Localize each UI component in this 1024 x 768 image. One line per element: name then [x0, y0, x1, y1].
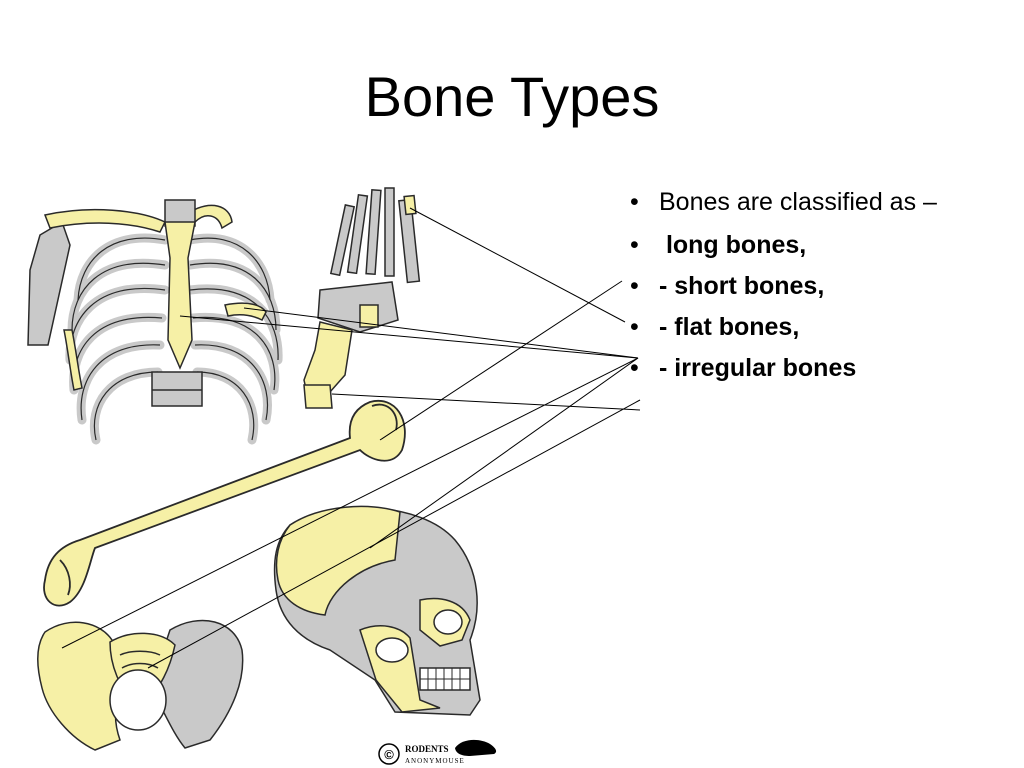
pelvis-bone: [37, 619, 244, 751]
mouse-icon: [455, 739, 497, 756]
bullet-text: long bones,: [659, 231, 807, 259]
credit-line1: RODENTS: [405, 744, 449, 754]
rib-cage: [27, 199, 283, 445]
bullet-glyph: •: [630, 231, 639, 259]
bullet-text: Bones are classified as –: [659, 188, 937, 216]
bullet-glyph: •: [630, 188, 639, 216]
bullet-text: - short bones,: [659, 272, 825, 300]
copyright-symbol: ©: [384, 747, 394, 762]
bullet-item-short: • - short bones,: [630, 270, 980, 303]
skull-bone: [273, 505, 481, 716]
bullet-list: • Bones are classified as – • long bones,…: [630, 186, 980, 393]
bullet-text: - flat bones,: [659, 313, 800, 341]
bullet-item-irregular: • - irregular bones: [630, 352, 980, 385]
bullet-glyph: •: [630, 354, 639, 382]
bullet-glyph: •: [630, 272, 639, 300]
slide-title: Bone Types: [364, 65, 660, 128]
bullet-item-flat: • - flat bones,: [630, 311, 980, 344]
bullet-text: - irregular bones: [659, 354, 857, 382]
bullet-item-long: • long bones,: [630, 229, 980, 262]
credit-line2: ANONYMOUSE: [405, 757, 465, 765]
humerus-bone: [43, 399, 406, 607]
credit-logo: © RODENTS ANONYMOUSE: [378, 739, 497, 765]
bullet-item-intro: • Bones are classified as –: [630, 186, 980, 219]
leader-lines: [61, 207, 641, 669]
bullet-glyph: •: [630, 313, 639, 341]
foot-bones: [303, 187, 421, 409]
